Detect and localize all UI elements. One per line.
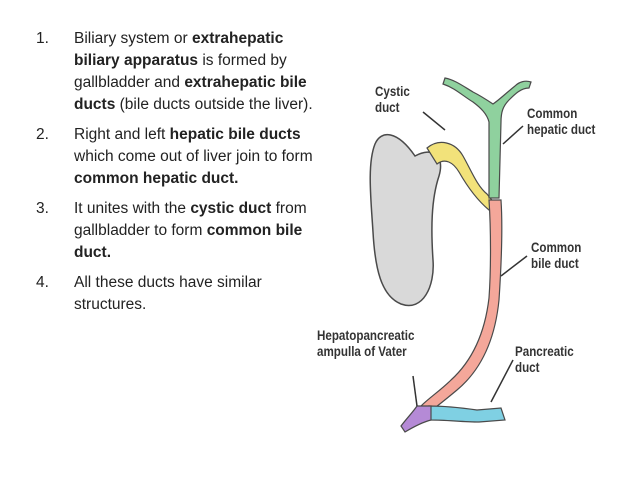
item-text: Biliary system or extrahepatic biliary a… xyxy=(74,30,313,113)
label-ampulla: Hepatopancreatic ampulla of Vater xyxy=(317,328,415,359)
pointer-cystic xyxy=(422,111,446,131)
pancreatic-duct-shape xyxy=(428,405,506,423)
biliary-diagram-svg xyxy=(369,77,532,433)
pointer-pancreatic xyxy=(490,359,514,403)
list-item-4: 4. All these ducts have similar structur… xyxy=(30,272,320,316)
pointer-common-bile xyxy=(500,255,528,277)
label-pancreatic-duct: Pancreatic duct xyxy=(515,344,574,375)
item-text: Right and left hepatic bile ducts which … xyxy=(74,126,313,187)
biliary-diagram: Cystic duct Common hepatic duct Common b… xyxy=(305,60,638,450)
item-number: 4. xyxy=(36,274,49,291)
pointer-common-hepatic xyxy=(502,125,524,145)
item-number: 3. xyxy=(36,200,49,217)
gallbladder-shape xyxy=(369,134,442,307)
common-bile-duct-shape xyxy=(420,199,503,413)
item-text: All these ducts have similar structures. xyxy=(74,274,262,313)
common-hepatic-duct-shape xyxy=(442,77,532,199)
label-common-hepatic-duct: Common hepatic duct xyxy=(527,106,596,137)
bullet-list: 1. Biliary system or extrahepatic biliar… xyxy=(30,28,320,324)
list-item-1: 1. Biliary system or extrahepatic biliar… xyxy=(30,28,320,116)
item-number: 2. xyxy=(36,126,49,143)
ampulla-shape xyxy=(400,405,432,433)
list-item-3: 3. It unites with the cystic duct from g… xyxy=(30,198,320,264)
item-text: It unites with the cystic duct from gall… xyxy=(74,200,307,261)
label-cystic-duct: Cystic duct xyxy=(375,84,410,115)
label-common-bile-duct: Common bile duct xyxy=(531,240,582,271)
item-number: 1. xyxy=(36,30,49,47)
list-item-2: 2. Right and left hepatic bile ducts whi… xyxy=(30,124,320,190)
pointer-ampulla xyxy=(412,375,418,407)
